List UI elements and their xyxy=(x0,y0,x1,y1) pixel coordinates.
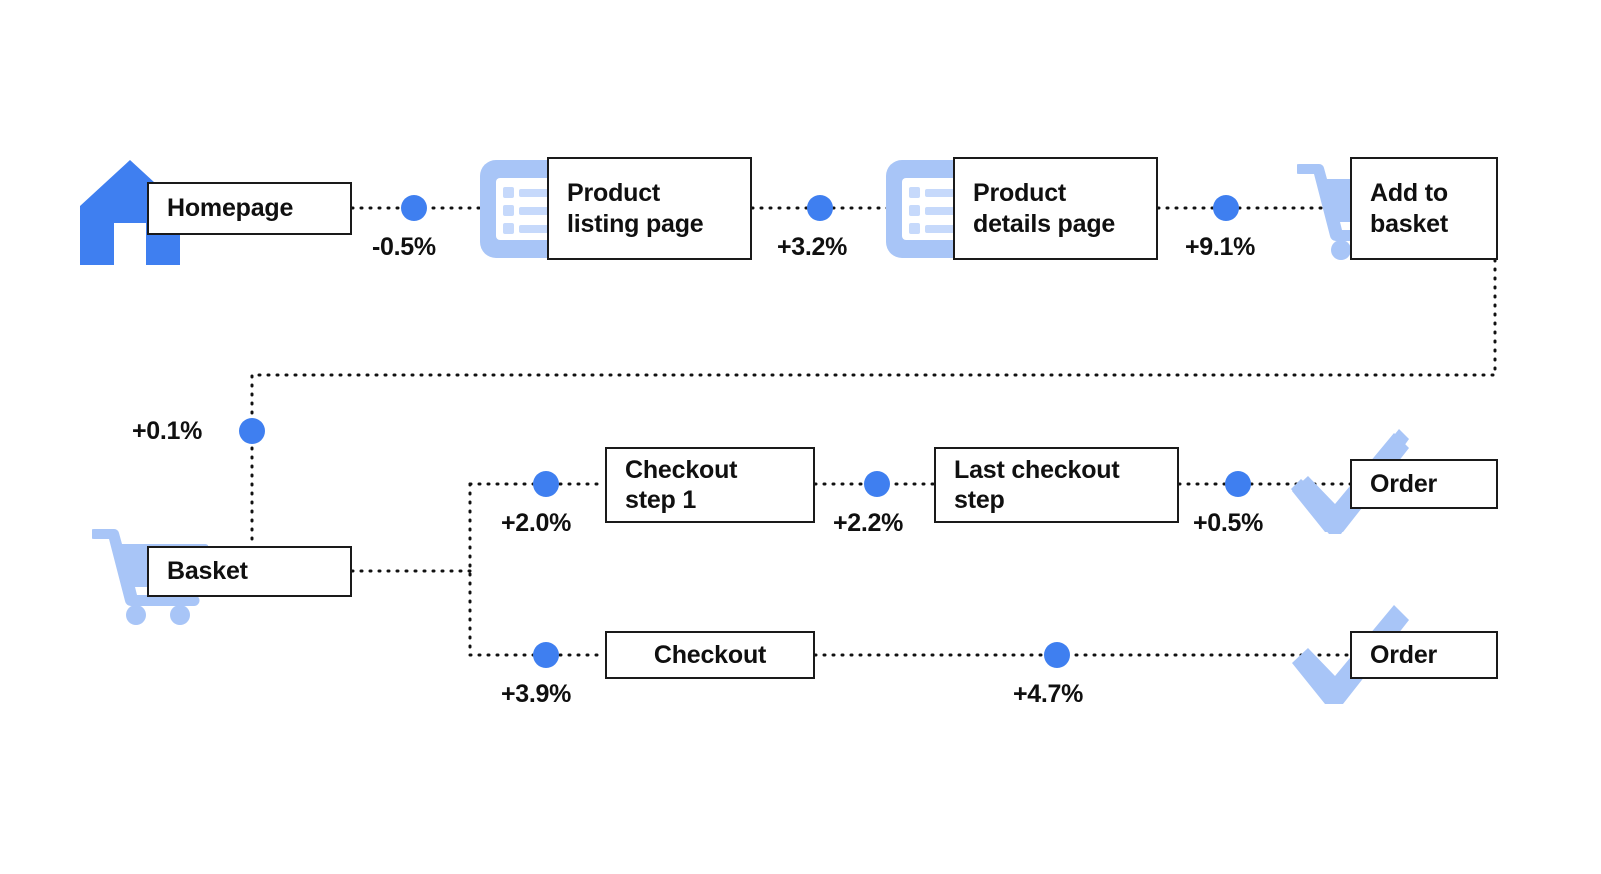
node-homepage[interactable]: Homepage xyxy=(147,182,352,235)
node-add-to-basket[interactable]: Add to basket xyxy=(1350,157,1498,260)
node-label: Homepage xyxy=(167,194,294,223)
delta-label: +4.7% xyxy=(1013,680,1084,708)
delta-dot[interactable] xyxy=(1225,471,1251,497)
delta-dot[interactable] xyxy=(1213,195,1239,221)
delta-dot[interactable] xyxy=(533,642,559,668)
node-order-top[interactable]: Order xyxy=(1350,459,1498,509)
delta-label: +2.0% xyxy=(501,509,572,537)
delta-label: -0.5% xyxy=(372,233,436,261)
delta-label: +9.1% xyxy=(1185,233,1256,261)
node-label: Checkout xyxy=(653,640,767,669)
node-label: Add to basket xyxy=(1370,179,1449,238)
node-label: Product details page xyxy=(973,179,1116,238)
delta-dot[interactable] xyxy=(533,471,559,497)
node-last-checkout-step[interactable]: Last checkout step xyxy=(934,447,1179,523)
node-checkout[interactable]: Checkout xyxy=(605,631,815,679)
delta-label: +2.2% xyxy=(833,509,904,537)
node-basket[interactable]: Basket xyxy=(147,546,352,597)
delta-label: +3.2% xyxy=(777,233,848,261)
delta-label: +3.9% xyxy=(501,680,572,708)
node-label: Order xyxy=(1370,640,1438,669)
delta-dot[interactable] xyxy=(239,418,265,444)
check-icon xyxy=(1291,601,1409,711)
node-product-details-page[interactable]: Product details page xyxy=(953,157,1158,260)
node-product-listing-page[interactable]: Product listing page xyxy=(547,157,752,260)
delta-label: +0.1% xyxy=(132,417,203,445)
node-label: Basket xyxy=(167,557,248,586)
delta-dot[interactable] xyxy=(1044,642,1070,668)
delta-dot[interactable] xyxy=(401,195,427,221)
delta-dot[interactable] xyxy=(864,471,890,497)
delta-dot[interactable] xyxy=(807,195,833,221)
node-order-bottom[interactable]: Order xyxy=(1350,631,1498,679)
node-label: Order xyxy=(1370,469,1438,498)
delta-label: +0.5% xyxy=(1193,509,1264,537)
node-label: Last checkout step xyxy=(954,455,1120,515)
node-label: Checkout step 1 xyxy=(625,455,738,515)
node-label: Product listing page xyxy=(567,179,704,238)
node-checkout-step-1[interactable]: Checkout step 1 xyxy=(605,447,815,523)
